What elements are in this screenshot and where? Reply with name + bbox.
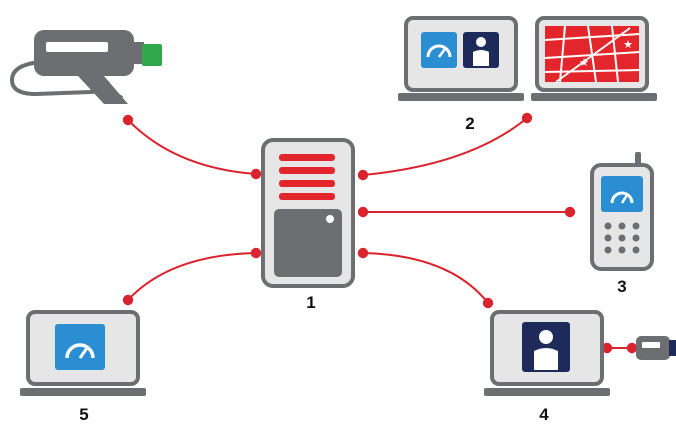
server-icon [261,138,355,288]
laptop-dashboard-user-icon [398,16,524,101]
node-label-2: 2 [465,114,474,133]
node-label-1: 1 [306,293,315,312]
svg-text:★: ★ [579,56,589,69]
svg-text:★: ★ [623,38,633,51]
connection-server-to-laptops-2 [357,112,533,181]
node-label-4: 4 [539,405,549,424]
mobile-phone-dashboard-icon [590,152,654,271]
connection-server-to-laptop-5 [122,247,262,306]
connection-server-to-usb [122,114,262,180]
laptop-map-icon: ★ ★ [531,16,657,101]
usb-plug-icon [636,336,676,360]
usb-drive-icon [9,30,162,104]
laptop-dashboard-icon [20,310,146,396]
node-label-3: 3 [617,277,626,296]
laptop-pair-icon: ★ ★ [398,16,657,101]
connection-server-to-laptop-4 [357,247,494,309]
node-label-5: 5 [79,405,88,424]
connections [122,112,638,354]
laptop-user-profile-icon [484,310,610,396]
